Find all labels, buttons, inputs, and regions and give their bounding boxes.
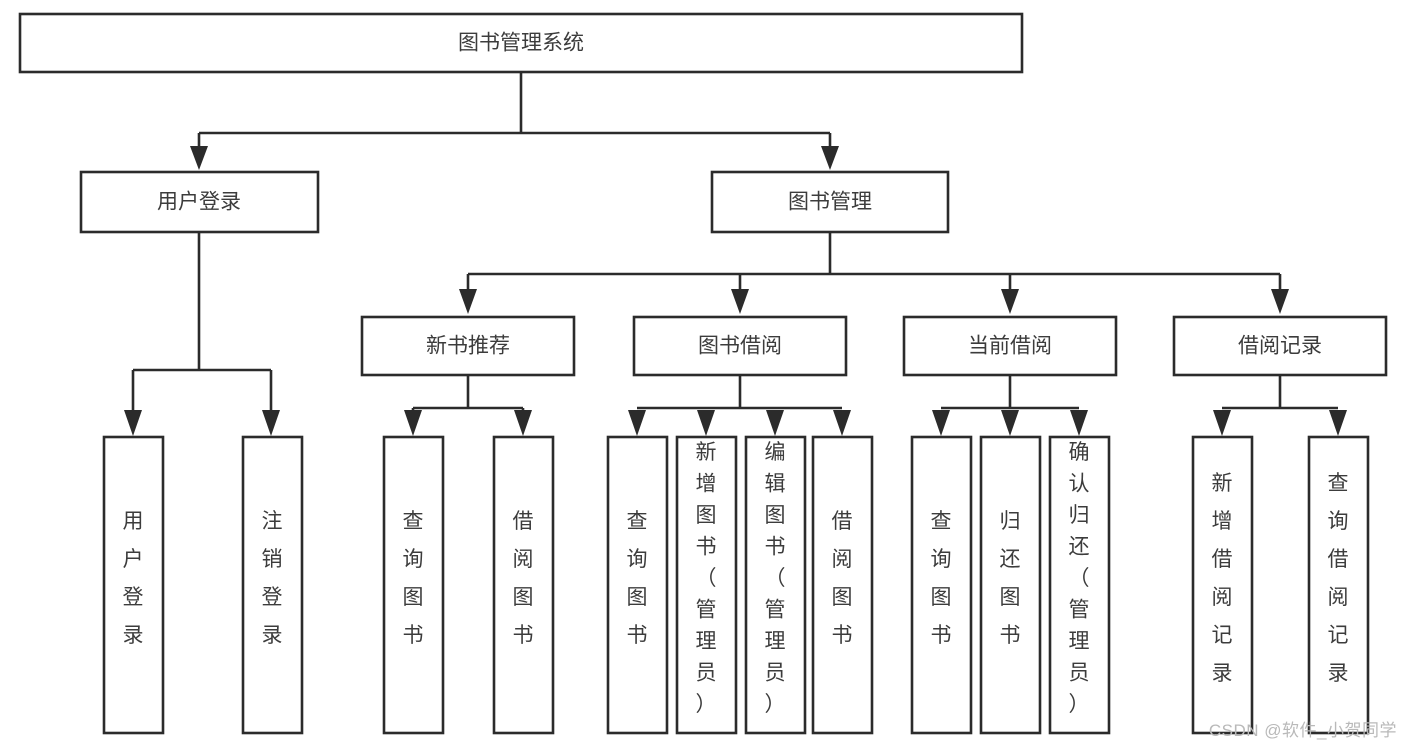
csdn-watermark: CSDN @软件_小贺同学 [1208, 721, 1397, 740]
arrow-head-nb-leaf-1 [404, 410, 422, 436]
arrow-head-brc-leaf-2 [1329, 410, 1347, 436]
leaf-label-add-borrow-record: 新增借阅记录 [1212, 472, 1233, 685]
connectors-borrow-record-to-leaves [1213, 376, 1347, 436]
connectors-book-manage-to-level2 [459, 233, 1289, 314]
arrow-head-new-book [459, 289, 477, 314]
leaf-node-query-book-current[interactable]: 查询图书 [910, 435, 973, 735]
arrow-head-ul-leaf-2 [262, 410, 280, 436]
node-box-book-management[interactable] [710, 170, 950, 234]
node-box-current-borrow[interactable] [902, 315, 1118, 377]
leaf-label-return-book: 归还图书 [1000, 510, 1021, 647]
leaf-box-query-book-newbook[interactable] [382, 435, 445, 735]
arrow-head-cb-leaf-3 [1070, 410, 1088, 436]
leaf-label-logout: 注销登录 [262, 510, 283, 647]
arrow-head-nb-leaf-2 [514, 410, 532, 436]
arrow-head-book-manage [821, 146, 839, 170]
node-label-new-book-recommend: 新书推荐 [426, 335, 510, 358]
connectors-user-login-to-leaves [124, 233, 280, 436]
leaf-box-add-book-admin[interactable] [675, 435, 738, 735]
arrow-head-borrow [731, 289, 749, 314]
node-box-borrow-record[interactable] [1172, 315, 1388, 377]
leaf-label-query-book-borrow: 查询图书 [627, 510, 648, 647]
node-label-book-borrow: 图书借阅 [698, 335, 782, 358]
node-user-login[interactable]: 用户登录 [79, 170, 320, 234]
leaf-label-query-book-newbook: 查询图书 [403, 510, 424, 647]
node-book-borrow[interactable]: 图书借阅 [632, 315, 848, 377]
arrow-head-borrow-record [1271, 289, 1289, 314]
arrow-head-ul-leaf-1 [124, 410, 142, 436]
connectors-new-book-to-leaves [404, 376, 532, 436]
node-borrow-record[interactable]: 借阅记录 [1172, 315, 1388, 377]
arrow-head-brc-leaf-1 [1213, 410, 1231, 436]
arrow-head-br-leaf-4 [833, 410, 851, 436]
leaf-box-query-book-current[interactable] [910, 435, 973, 735]
leaf-box-query-book-borrow[interactable] [606, 435, 669, 735]
leaf-node-return-book[interactable]: 归还图书 [979, 435, 1042, 735]
leaf-node-query-borrow-record[interactable]: 查询借阅记录 [1307, 435, 1370, 735]
leaf-box-logout[interactable] [241, 435, 304, 735]
leaf-node-query-book-borrow[interactable]: 查询图书 [606, 435, 669, 735]
leaf-label-borrow-book-borrow: 借阅图书 [832, 510, 853, 647]
leaf-node-logout[interactable]: 注销登录 [241, 435, 304, 735]
node-label-current-borrow: 当前借阅 [968, 335, 1052, 358]
node-label-book-management: 图书管理 [788, 191, 872, 214]
arrow-head-br-leaf-2 [697, 410, 715, 436]
leaf-label-confirm-return-admin: 确认归还（管理员） [1069, 441, 1090, 716]
connectors-root-to-level1 [190, 72, 839, 170]
node-root-book-management-system[interactable]: 图书管理系统 [18, 12, 1024, 74]
node-label-borrow-record: 借阅记录 [1238, 335, 1322, 358]
leaf-node-borrow-book-borrow[interactable]: 借阅图书 [811, 435, 874, 735]
arrow-head-current-borrow [1001, 289, 1019, 314]
leaf-label-borrow-book-newbook: 借阅图书 [513, 510, 534, 647]
leaf-box-return-book[interactable] [979, 435, 1042, 735]
node-label-user-login: 用户登录 [157, 191, 241, 214]
leaf-node-add-book-admin[interactable]: 新增图书（管理员） [675, 435, 738, 735]
leaf-box-query-borrow-record[interactable] [1307, 435, 1370, 735]
leaf-label-edit-book-admin: 编辑图书（管理员） [765, 441, 786, 716]
node-box-book-borrow[interactable] [632, 315, 848, 377]
leaf-label-user-login: 用户登录 [123, 510, 144, 647]
leaf-box-confirm-return-admin[interactable] [1048, 435, 1111, 735]
node-new-book-recommend[interactable]: 新书推荐 [360, 315, 576, 377]
connectors-borrow-to-leaves [628, 376, 851, 436]
leaf-box-user-login[interactable] [102, 435, 165, 735]
leaf-node-user-login[interactable]: 用户登录 [102, 435, 165, 735]
leaf-node-query-book-newbook[interactable]: 查询图书 [382, 435, 445, 735]
arrow-head-cb-leaf-2 [1001, 410, 1019, 436]
node-box-new-book-recommend[interactable] [360, 315, 576, 377]
node-box-root[interactable] [18, 12, 1024, 74]
leaf-node-confirm-return-admin[interactable]: 确认归还（管理员） [1048, 435, 1111, 735]
leaf-label-query-borrow-record: 查询借阅记录 [1328, 472, 1349, 685]
leaf-box-add-borrow-record[interactable] [1191, 435, 1254, 735]
leaf-box-borrow-book-newbook[interactable] [492, 435, 555, 735]
leaf-node-add-borrow-record[interactable]: 新增借阅记录 [1191, 435, 1254, 735]
arrow-head-br-leaf-1 [628, 410, 646, 436]
node-current-borrow[interactable]: 当前借阅 [902, 315, 1118, 377]
arrow-head-br-leaf-3 [766, 410, 784, 436]
node-book-management[interactable]: 图书管理 [710, 170, 950, 234]
leaf-label-query-book-current: 查询图书 [931, 510, 952, 647]
node-label-root: 图书管理系统 [458, 32, 584, 55]
leaf-node-borrow-book-newbook[interactable]: 借阅图书 [492, 435, 555, 735]
leaf-label-add-book-admin: 新增图书（管理员） [696, 441, 717, 716]
connectors-current-borrow-to-leaves [932, 376, 1088, 436]
arrow-head-cb-leaf-1 [932, 410, 950, 436]
arrow-head-user-login [190, 146, 208, 170]
leaf-node-edit-book-admin[interactable]: 编辑图书（管理员） [744, 435, 807, 735]
leaf-box-borrow-book-borrow[interactable] [811, 435, 874, 735]
node-box-user-login[interactable] [79, 170, 320, 234]
leaf-box-edit-book-admin[interactable] [744, 435, 807, 735]
